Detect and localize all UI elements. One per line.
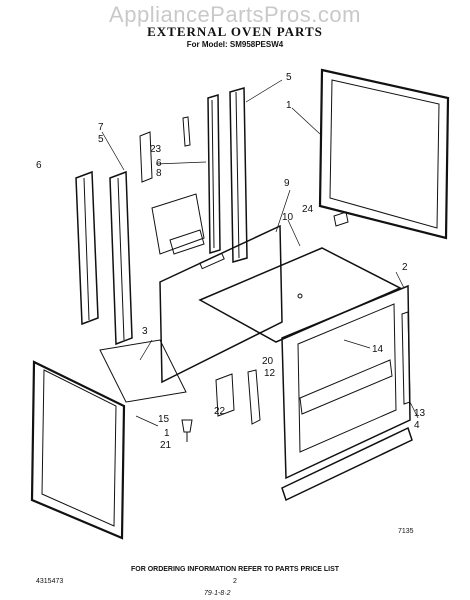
vent-duct-8 (151, 193, 205, 255)
side-panel-left-bottom (30, 360, 126, 540)
callout-24: 24 (302, 204, 314, 215)
bracket-20 (215, 369, 261, 425)
callout-5-top: 5 (286, 72, 292, 83)
kick-panel-4 (281, 426, 413, 502)
ordering-note: FOR ORDERING INFORMATION REFER TO PARTS … (130, 566, 340, 573)
diagram-code: 7135 (398, 528, 414, 535)
side-trim-13 (401, 311, 411, 405)
watermark: AppliancePartsPros.com (109, 2, 361, 27)
vertical-rail-top (207, 87, 248, 263)
callout-14: 14 (372, 344, 384, 355)
callout-9: 9 (284, 178, 290, 189)
base-rail-3 (99, 339, 187, 403)
mounting-screw-24 (333, 211, 349, 227)
callout-21: 21 (160, 440, 172, 451)
cooktop-panel-10 (198, 247, 402, 343)
handwritten-date: 79·1-8·2 (204, 590, 231, 597)
callout-13: 13 (414, 408, 426, 419)
callout-1-bottom: 1 (164, 428, 170, 439)
callout-22: 22 (214, 406, 226, 417)
rear-panel-9 (159, 224, 283, 384)
callout-2: 2 (402, 262, 408, 273)
callout-4: 4 (414, 420, 420, 431)
callout-3: 3 (142, 326, 148, 337)
callout-1-top: 1 (286, 100, 292, 111)
callout-23: 23 (150, 144, 162, 155)
diagram-title: EXTERNAL OVEN PARTS (147, 24, 323, 39)
callout-6-mid: 6 (156, 158, 162, 169)
front-frame-14 (281, 284, 411, 480)
callout-15: 15 (158, 414, 170, 425)
leader-lines (101, 79, 419, 427)
callout-12: 12 (264, 368, 276, 379)
callout-20: 20 (262, 356, 274, 367)
callout-7: 7 (98, 122, 104, 133)
leveling-leg-21 (181, 419, 193, 442)
callout-10: 10 (282, 212, 294, 223)
vertical-rail-left (75, 170, 133, 346)
side-panel-right-top (318, 68, 450, 240)
callout-5-left: 5 (98, 134, 104, 145)
part-number: 4315473 (36, 578, 64, 585)
model-label: For Model: SM958PESW4 (186, 40, 284, 49)
callout-8: 8 (156, 168, 162, 179)
page-number: 2 (233, 578, 237, 585)
callout-6-left: 6 (36, 160, 42, 171)
bracket-7 (139, 116, 191, 183)
